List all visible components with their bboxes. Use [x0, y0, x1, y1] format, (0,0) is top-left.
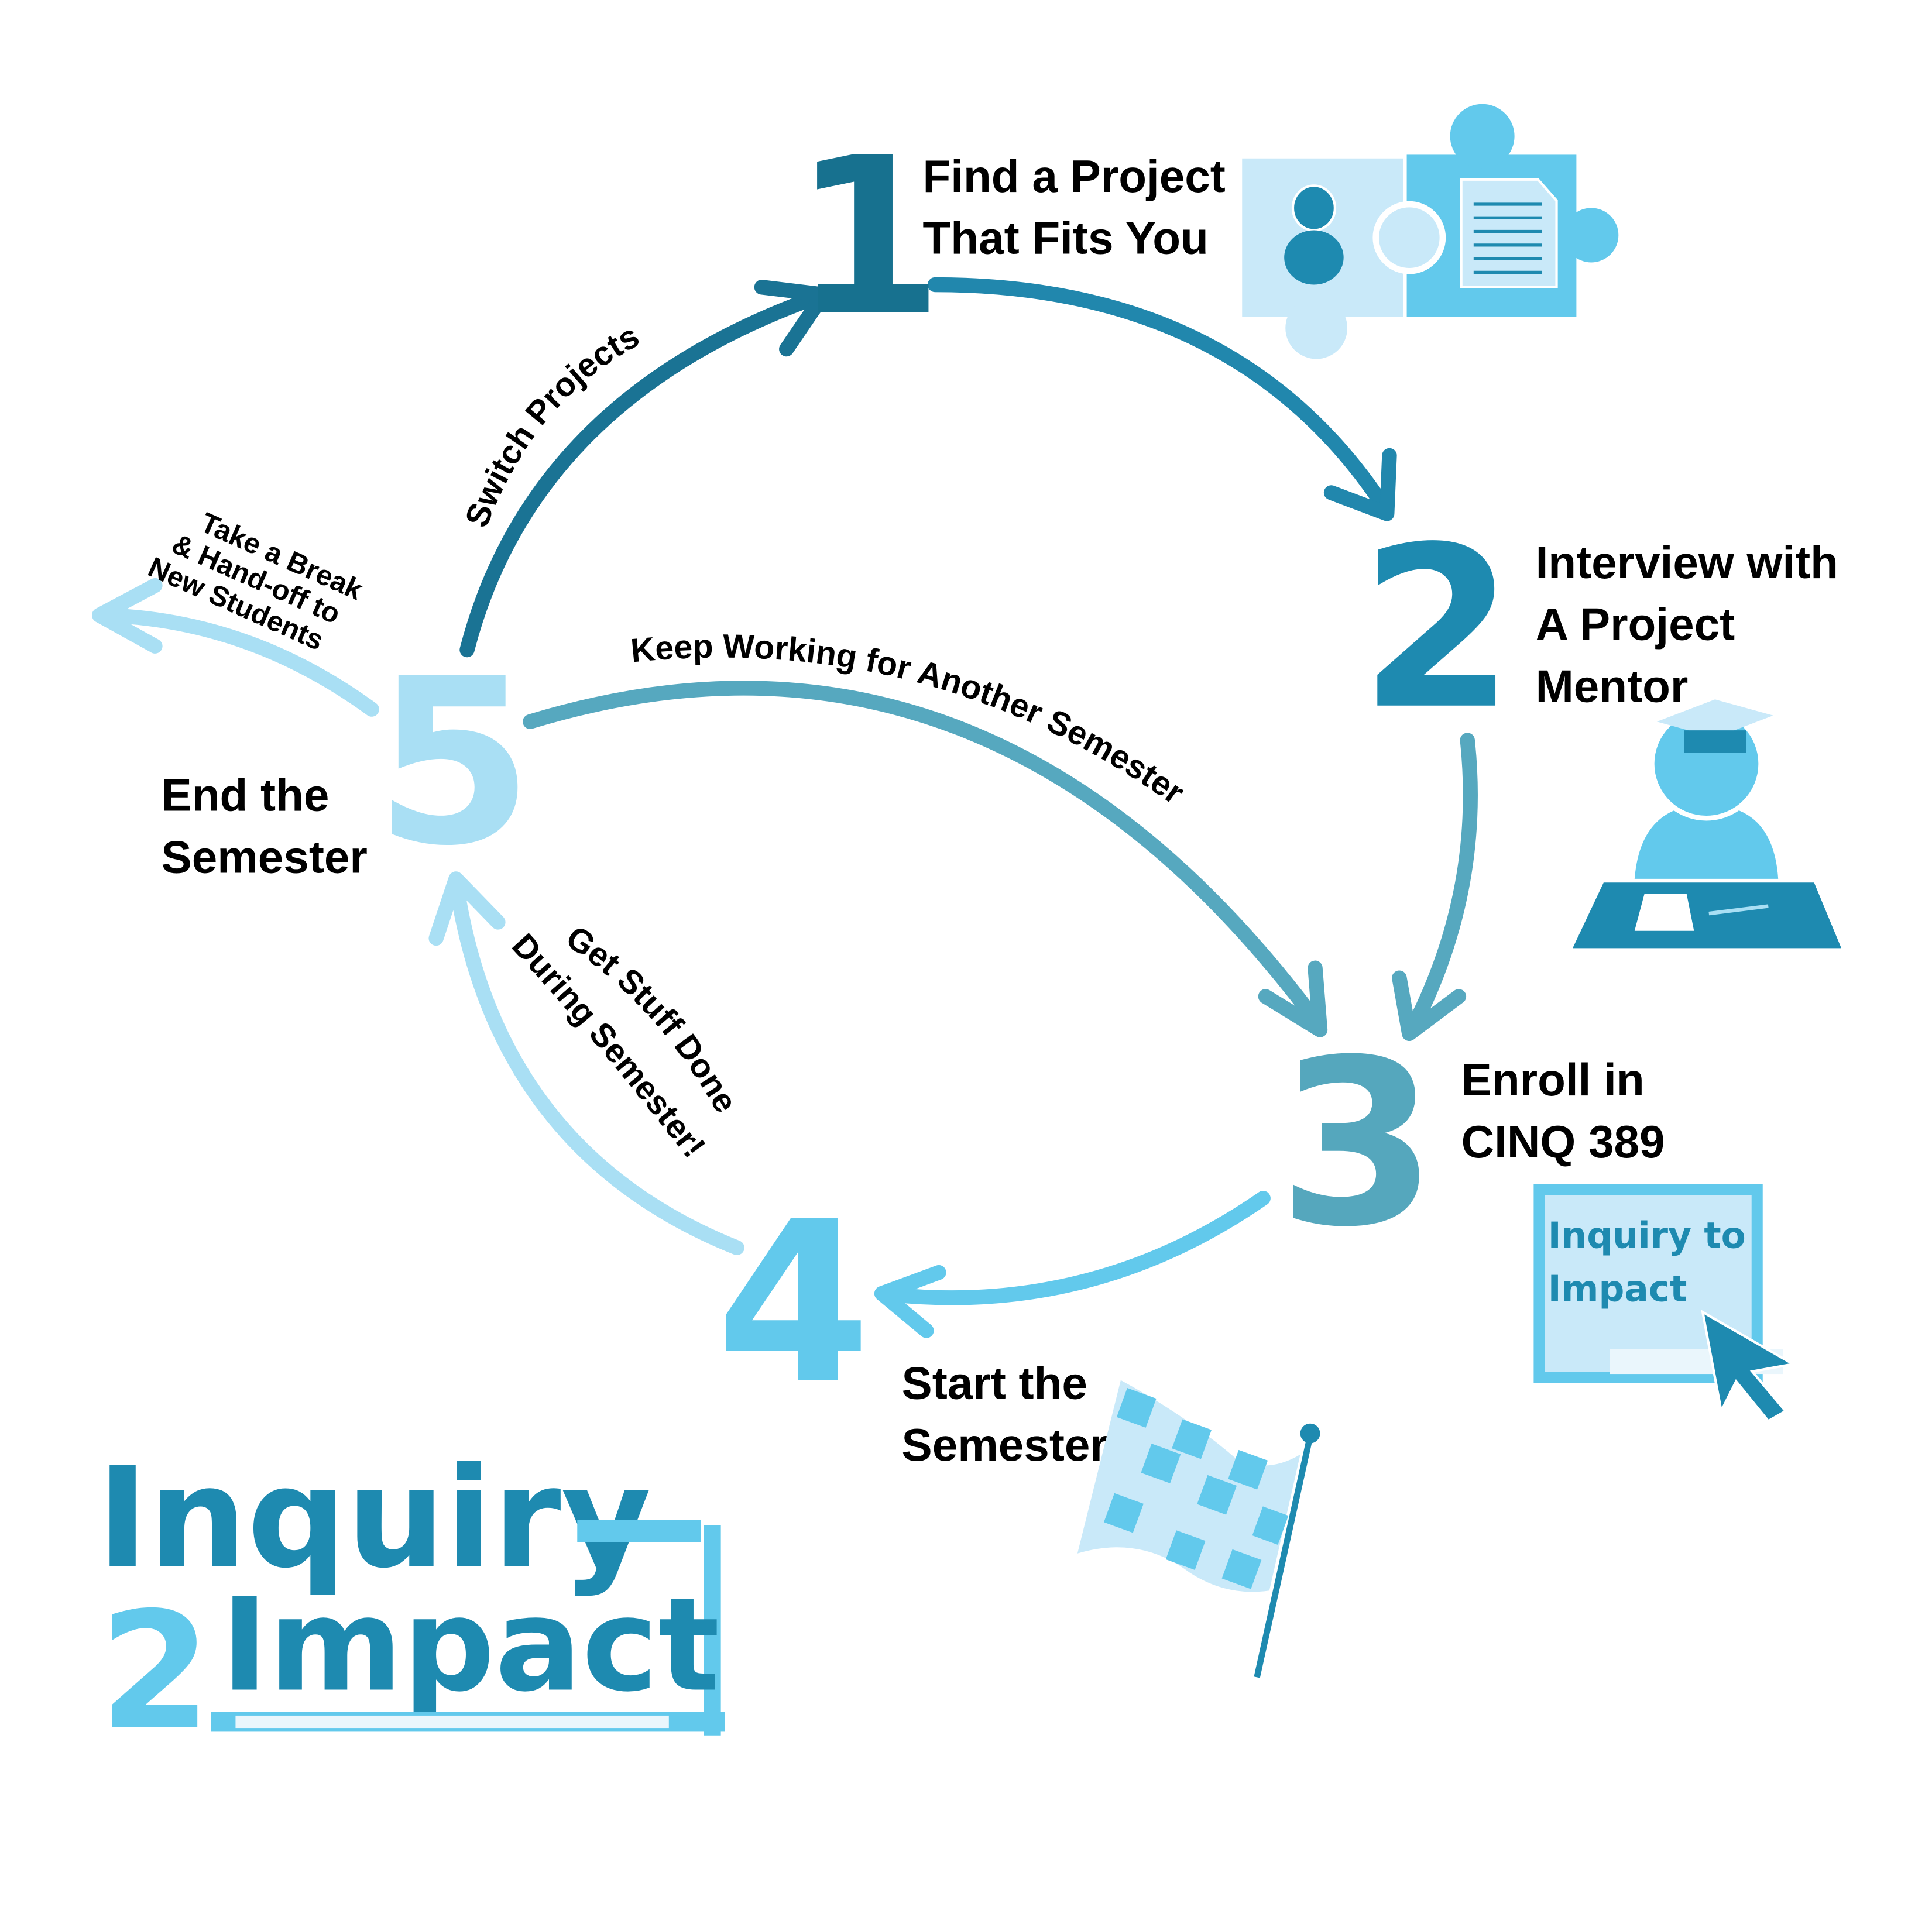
arrow-3-to-4: [874, 1191, 1271, 1338]
step-1-label: Find a Project That Fits You: [922, 150, 1225, 264]
step-3-number: 3: [1278, 1011, 1437, 1277]
arrow-4-to-5: [428, 871, 744, 1255]
step-2-label: Interview with A Project Mentor: [1536, 537, 1838, 712]
step-2-number: 2: [1360, 499, 1515, 758]
arrow-1-to-2: [927, 277, 1397, 521]
svg-text:Semester: Semester: [902, 1419, 1108, 1470]
svg-text:Interview with: Interview with: [1536, 537, 1838, 588]
svg-text:Impact: Impact: [1548, 1268, 1687, 1310]
svg-text:A Project: A Project: [1536, 599, 1735, 650]
svg-text:Inquiry to: Inquiry to: [1548, 1215, 1746, 1256]
svg-text:Enroll in: Enroll in: [1461, 1054, 1645, 1105]
arrow-5-to-3: [523, 681, 1328, 1037]
svg-text:End the: End the: [162, 769, 330, 821]
step-3-label: Enroll in CINQ 389: [1461, 1054, 1665, 1167]
monitor-cursor-icon: Inquiry to Impact: [1533, 1184, 1797, 1423]
step-4-number: 4: [716, 1174, 871, 1433]
checkered-flag-icon: [1077, 1380, 1320, 1678]
keep-working-label: Keep Working for Another Semester: [629, 627, 1191, 812]
arrow-5-exit: [92, 578, 379, 717]
svg-text:Impact: Impact: [221, 1571, 720, 1720]
arrow-2-to-3: [1392, 733, 1478, 1042]
svg-text:That Fits You: That Fits You: [922, 212, 1208, 264]
arrow-5-to-1: [459, 280, 831, 658]
svg-text:Mentor: Mentor: [1536, 660, 1689, 712]
puzzle-icon: [1242, 104, 1619, 359]
step-5-label: End the Semester: [162, 769, 368, 883]
svg-text:Inquiry: Inquiry: [97, 1437, 652, 1599]
step-4-label: Start the Semester: [902, 1357, 1108, 1470]
svg-text:Semester: Semester: [162, 831, 368, 882]
svg-text:Start the: Start the: [902, 1357, 1087, 1408]
mentor-icon: [1573, 699, 1842, 949]
svg-text:CINQ 389: CINQ 389: [1461, 1116, 1665, 1167]
step-5-number: 5: [374, 630, 533, 896]
step-1-number: 1: [792, 111, 943, 363]
svg-text:2: 2: [99, 1578, 211, 1765]
inquiry-2-impact-logo: Inquiry 2 Impact: [97, 1437, 725, 1765]
switch-projects-label: Switch Projects: [458, 317, 645, 532]
svg-text:Find a Project: Find a Project: [922, 150, 1225, 202]
